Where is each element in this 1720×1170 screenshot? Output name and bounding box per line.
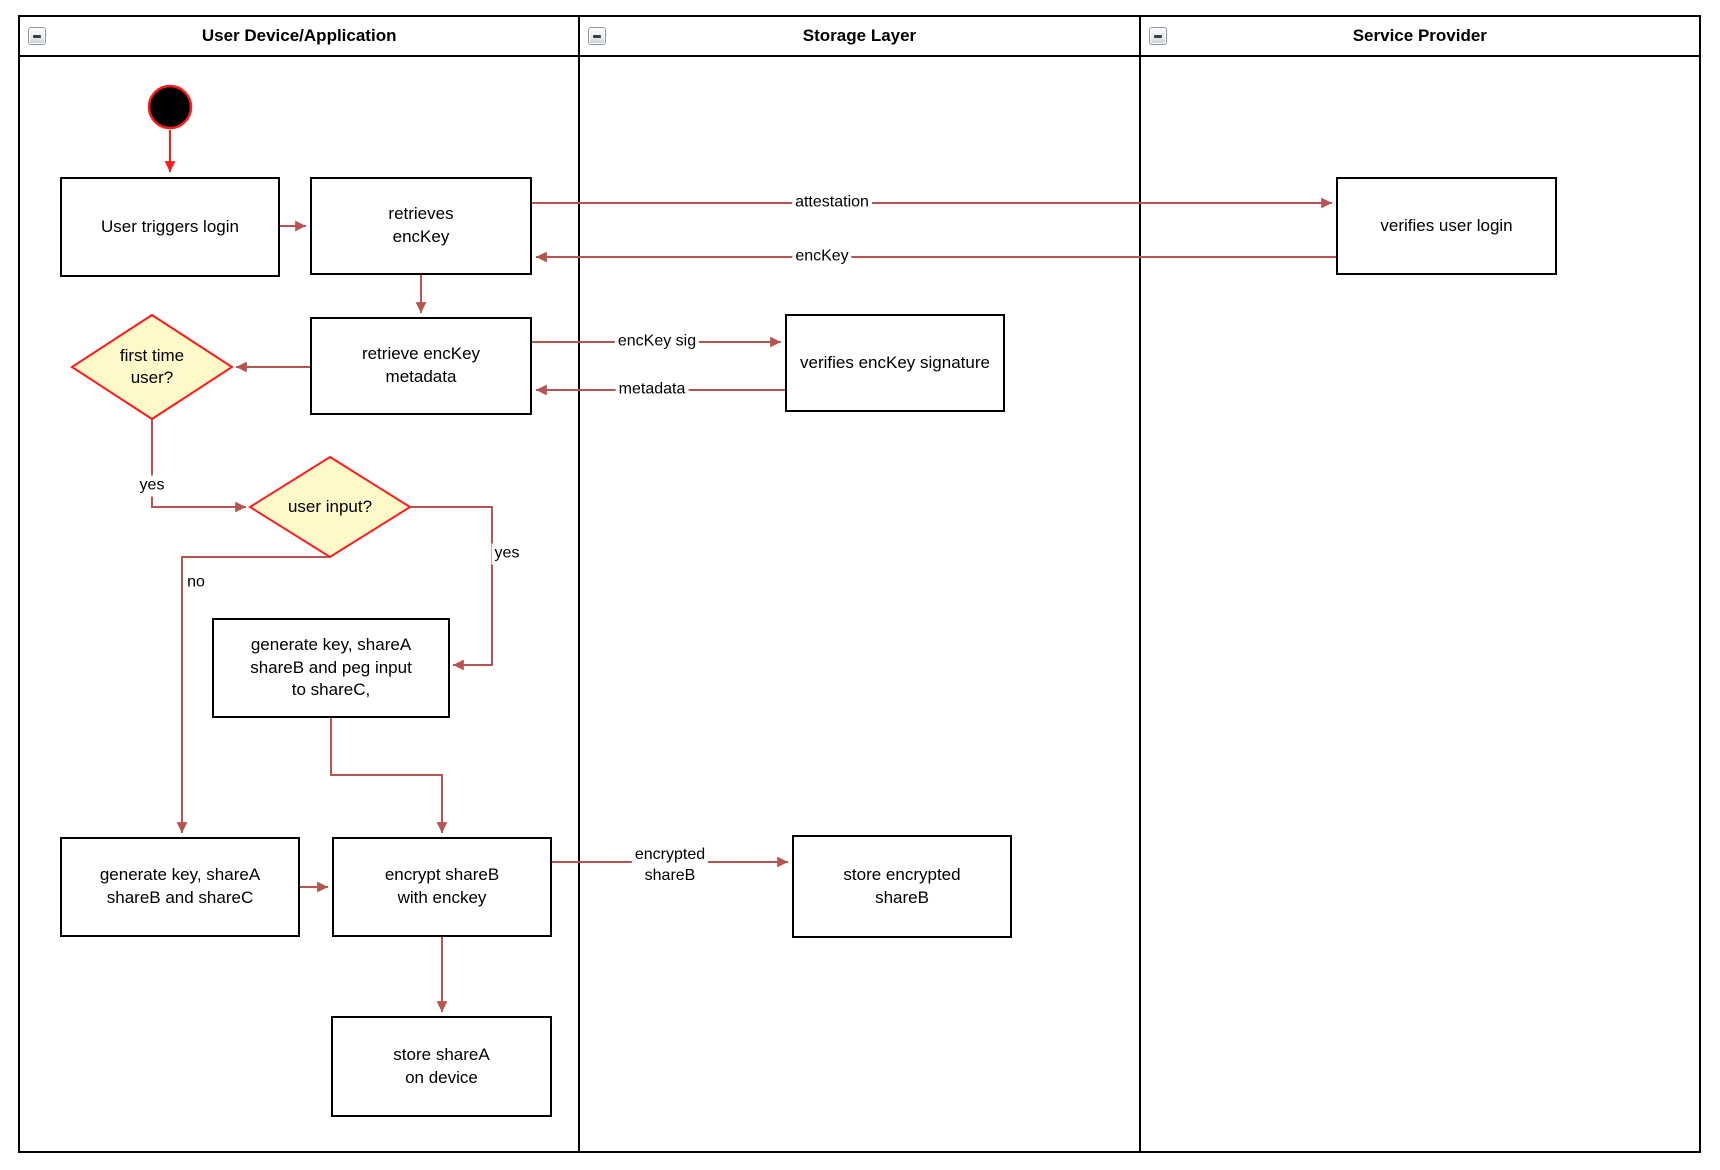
lane-title: Service Provider — [1352, 26, 1487, 45]
edge-label-user-input-yes: yes — [491, 543, 523, 565]
edge-label-first-time-yes: yes — [136, 475, 168, 497]
lane-service-provider: Service Provider — [1140, 17, 1699, 1151]
node-verifies-user-login: verifies user login — [1336, 177, 1557, 275]
node-store-sharea-on-device: store shareA on device — [331, 1016, 552, 1117]
edge-label-attestation: attestation — [792, 192, 872, 214]
node-generate-key-peg-input: generate key, shareA shareB and peg inpu… — [212, 618, 450, 718]
node-verifies-enckey-signature: verifies encKey signature — [785, 314, 1005, 412]
collapse-lane-minus-icon[interactable] — [588, 27, 607, 45]
node-retrieve-enckey-metadata: retrieve encKey metadata — [310, 317, 532, 415]
node-generate-key-sharec: generate key, shareA shareB and shareC — [60, 837, 300, 937]
edge-label-user-input-no: no — [184, 572, 208, 594]
node-user-triggers-login: User triggers login — [60, 177, 280, 277]
lane-header-user-device: User Device/Application — [20, 17, 579, 57]
node-store-encrypted-shareb: store encrypted shareB — [792, 835, 1012, 938]
lane-title: Storage Layer — [802, 26, 917, 45]
edge-label-enckey-sig: encKey sig — [614, 331, 700, 353]
collapse-lane-minus-icon[interactable] — [1148, 27, 1167, 45]
lane-header-service-provider: Service Provider — [1140, 17, 1699, 57]
swimlane-pool: User Device/Application Storage Layer Se… — [18, 15, 1701, 1153]
edge-label-encrypted-shareb: encrypted shareB — [631, 845, 709, 887]
lane-storage-layer: Storage Layer — [580, 17, 1141, 1151]
decision-first-time-user-label: first time user? — [119, 345, 185, 387]
node-encrypt-shareb: encrypt shareB with enckey — [332, 837, 552, 937]
edge-label-metadata: metadata — [615, 379, 689, 401]
lane-header-storage-layer: Storage Layer — [580, 17, 1139, 57]
lane-user-device: User Device/Application — [20, 17, 581, 1151]
lane-title: User Device/Application — [201, 26, 397, 45]
edge-label-enckey: encKey — [792, 246, 852, 268]
node-retrieves-enckey: retrieves encKey — [310, 177, 532, 275]
collapse-lane-minus-icon[interactable] — [28, 27, 46, 45]
decision-user-input-label: user input? — [287, 496, 373, 516]
